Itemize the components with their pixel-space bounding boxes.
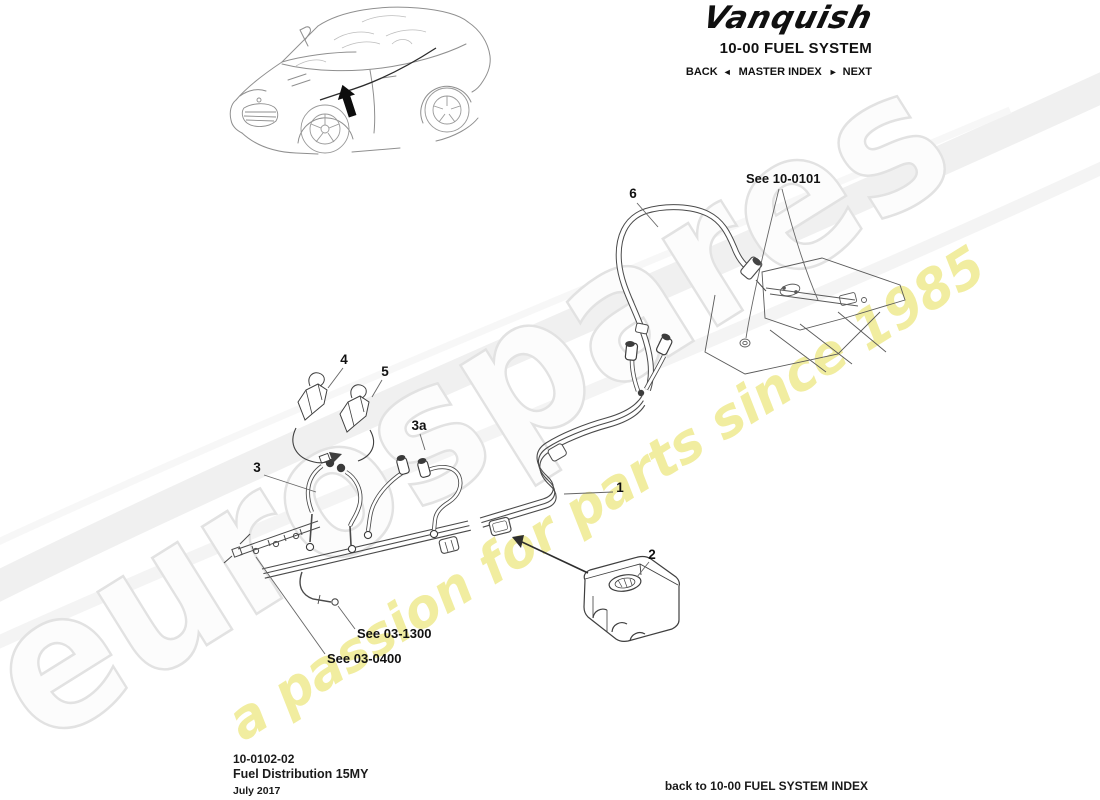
- header-nav: BACK ◄ MASTER INDEX ► NEXT: [686, 66, 872, 78]
- callout-1[interactable]: 1: [616, 480, 624, 495]
- next-arrow-icon: ►: [828, 66, 838, 77]
- swoosh-curve: [0, 161, 1100, 649]
- back-arrow-icon: ◄: [722, 66, 732, 77]
- part2-clamp-block: [583, 556, 680, 642]
- ref-see-03-1300[interactable]: See 03-1300: [357, 626, 431, 641]
- car-grille: [241, 97, 279, 127]
- swoosh-curve: [0, 72, 1100, 602]
- part3a-hose-assembly: [363, 455, 463, 540]
- page-header: Vanquish 10-00 FUEL SYSTEM BACK ◄ MASTER…: [686, 0, 877, 78]
- callout-3[interactable]: 3: [253, 460, 261, 475]
- doc-number: 10-0102-02: [233, 752, 295, 766]
- car-locator-illustration: [229, 6, 491, 155]
- callout-3a[interactable]: 3a: [411, 418, 427, 433]
- fitment-loop-arrow: [292, 427, 375, 464]
- car-body-outline: [229, 6, 491, 155]
- part3-hose-assembly: [305, 452, 363, 554]
- nav-master-index-label: MASTER INDEX: [738, 65, 822, 78]
- quick-connect-fittings: [624, 333, 673, 397]
- see-03-1300-hose: [299, 571, 339, 606]
- ref-see-03-0400[interactable]: See 03-0400: [327, 651, 401, 666]
- section-title: 10-00 FUEL SYSTEM: [719, 39, 872, 57]
- fuel-tank-sketch: [704, 257, 906, 375]
- leader-lines: [255, 188, 819, 655]
- nav-master-index-link[interactable]: MASTER INDEX: [739, 66, 822, 78]
- swoosh-curve: [0, 106, 1012, 545]
- nav-next-label: NEXT: [842, 65, 872, 78]
- callout-6[interactable]: 6: [629, 186, 637, 201]
- back-to-index-link[interactable]: back to 10-00 FUEL SYSTEM INDEX: [664, 779, 868, 793]
- nav-back-label: BACK: [685, 65, 718, 78]
- part5-clip: [339, 384, 370, 433]
- nav-next-link[interactable]: ► NEXT: [829, 66, 872, 78]
- swoosh-curves: [0, 72, 1100, 649]
- part2-fitment-arrow: [512, 535, 589, 574]
- location-arrow-icon: [337, 84, 357, 118]
- car-wheels: [300, 87, 470, 154]
- doc-title: Fuel Distribution 15MY: [233, 767, 369, 781]
- callout-5[interactable]: 5: [381, 364, 389, 379]
- bundle-clips: [438, 443, 567, 554]
- nav-back-link[interactable]: BACK ◄: [686, 66, 732, 78]
- hose-elbow-connector: [740, 256, 763, 280]
- document-info: 10-0102-02 Fuel Distribution 15MY July 2…: [233, 752, 368, 798]
- callout-4[interactable]: 4: [340, 352, 348, 367]
- part4-clip: [297, 372, 328, 421]
- fuel-rail-assembly: [223, 520, 321, 564]
- part6-fuel-hose: [615, 204, 767, 391]
- ref-see-10-0101[interactable]: See 10-0101: [746, 171, 820, 186]
- doc-date: July 2017: [233, 784, 281, 797]
- car-interior-detail: [295, 15, 427, 67]
- callout-2[interactable]: 2: [648, 547, 656, 562]
